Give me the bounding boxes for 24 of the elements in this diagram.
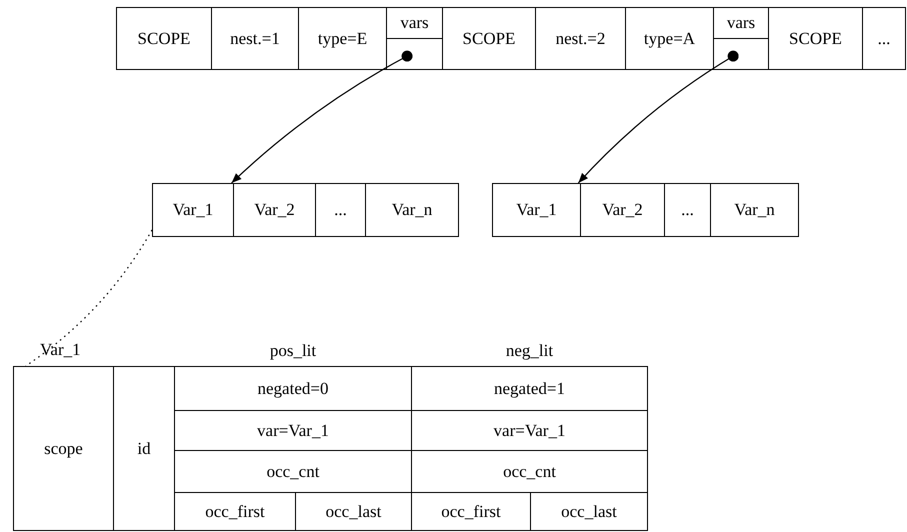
field-heading: neg_lit [504, 341, 554, 361]
record-field: Var_1 [152, 183, 234, 237]
record-field: nest.=2 [535, 7, 626, 70]
record-field: ... [862, 7, 906, 70]
field-heading: pos_lit [268, 341, 318, 361]
record-field: SCOPE [768, 7, 863, 70]
record-field: Var_n [710, 183, 799, 237]
record-field: SCOPE [442, 7, 536, 70]
record-field: Var_2 [233, 183, 316, 237]
record-field: ... [664, 183, 711, 237]
record-field: Var_n [365, 183, 459, 237]
record-field: type=A [625, 7, 714, 70]
pointer-arrow [578, 50, 739, 184]
record-field: nest.=1 [211, 7, 299, 70]
record-field: Var_1 [492, 183, 581, 237]
pointer-arrow [231, 50, 413, 184]
dotted-line [25, 230, 153, 366]
pointer-field: vars [713, 7, 769, 70]
field-heading: Var_1 [40, 340, 81, 360]
record-field: SCOPE [116, 7, 212, 70]
record-field: type=E [298, 7, 387, 70]
record-field: ... [315, 183, 366, 237]
pointer-field: vars [386, 7, 443, 70]
record-field: Var_2 [580, 183, 665, 237]
